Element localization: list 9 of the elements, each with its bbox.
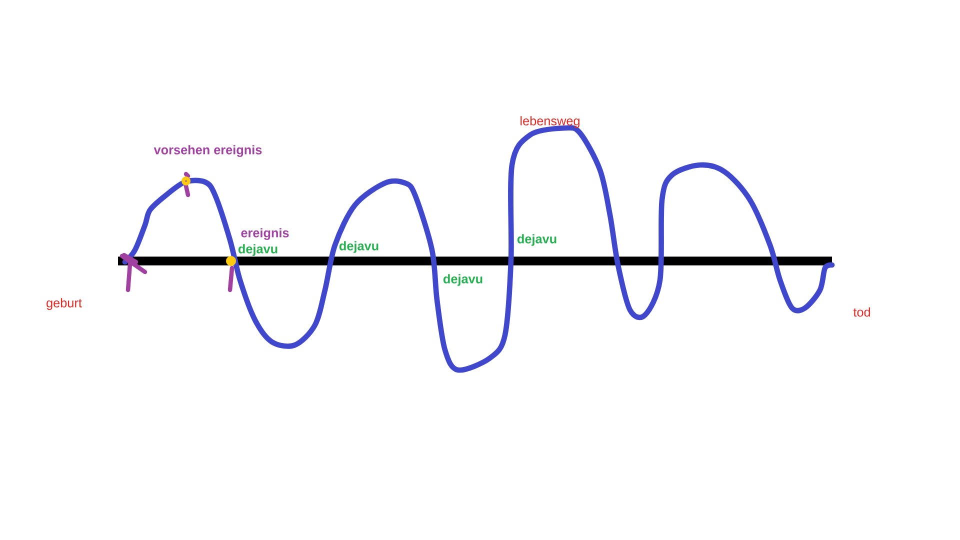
text-label: ereignis xyxy=(241,228,289,240)
text-label: dejavu xyxy=(339,241,378,253)
text-label: vorsehen ereignis xyxy=(154,145,262,157)
text-label: geburt xyxy=(46,298,82,310)
text-label: dejavu xyxy=(517,234,556,246)
text-label: lebensweg xyxy=(520,116,580,128)
text-label: dejavu xyxy=(443,274,482,286)
text-label: dejavu xyxy=(238,244,278,256)
text-label: tod xyxy=(853,307,870,317)
